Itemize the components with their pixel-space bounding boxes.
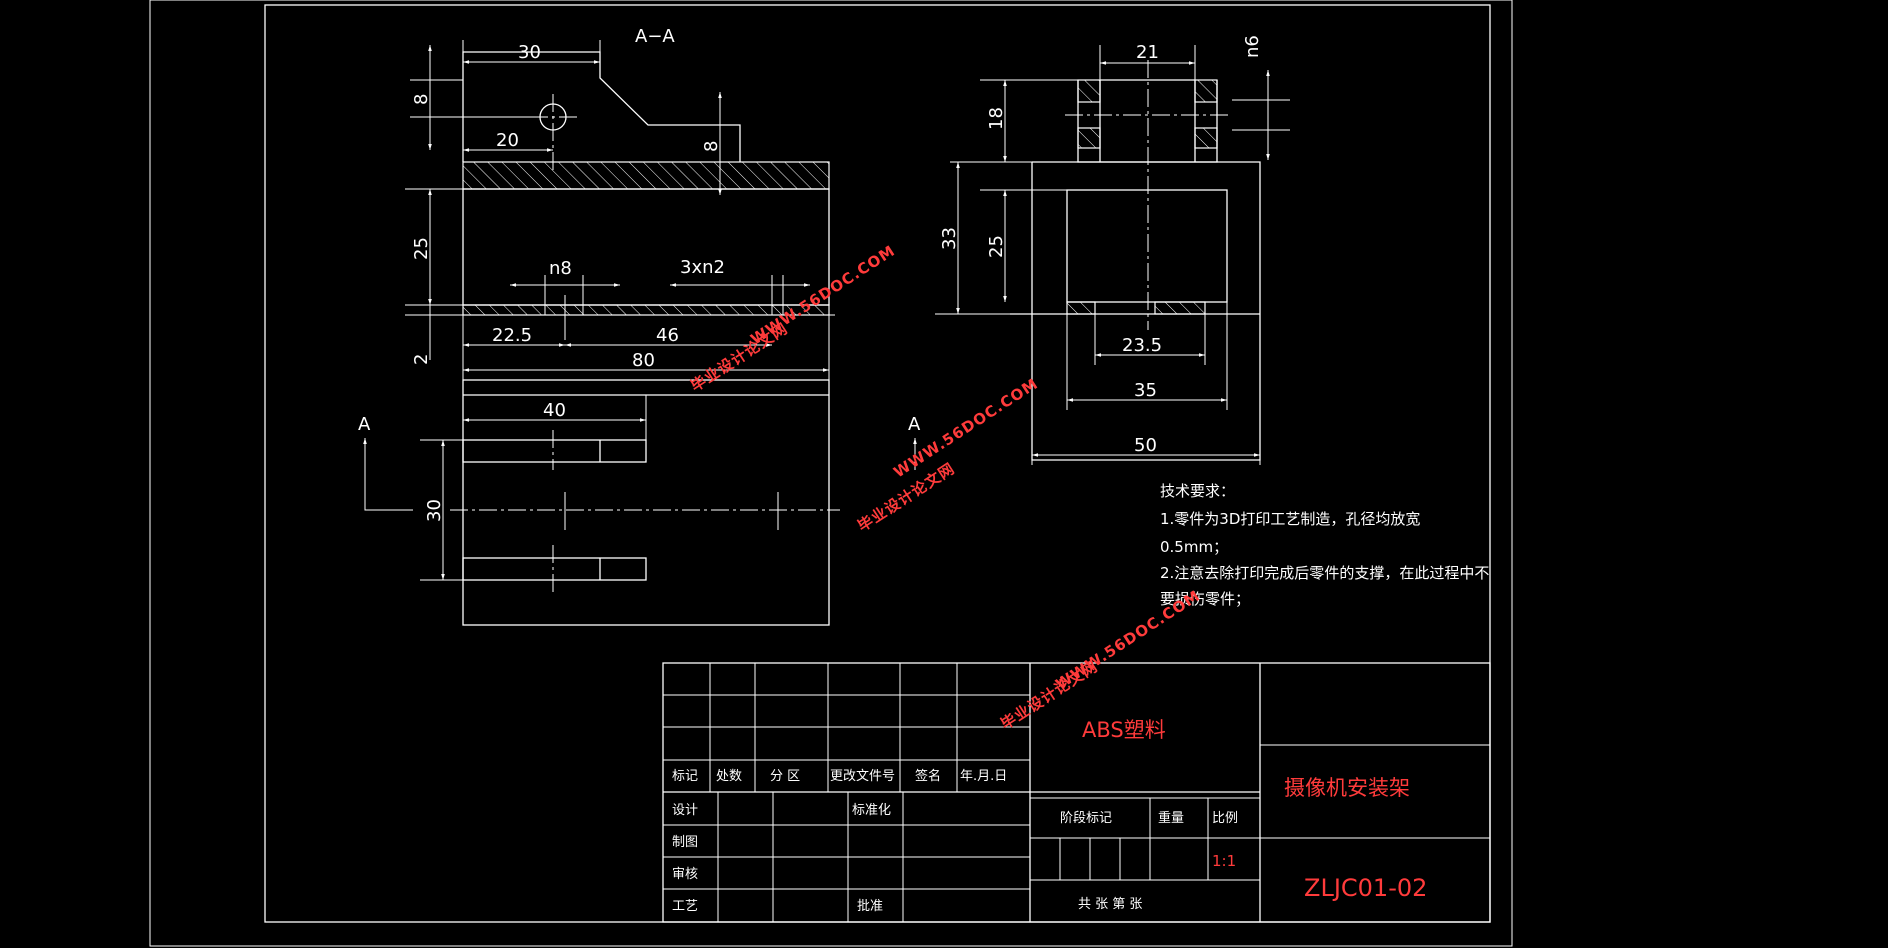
tb-scale-value: 1:1	[1212, 852, 1236, 870]
notes-line3: 2.注意去除打印完成后零件的支撑，在此过程中不	[1160, 564, 1489, 582]
dim-n6: n6	[1242, 35, 1263, 58]
dim-3xn2: 3xn2	[680, 257, 725, 278]
notes-line4: 要损伤零件；	[1160, 590, 1250, 608]
side-inner	[1066, 189, 1228, 303]
tb-label-standardize: 标准化	[852, 803, 891, 818]
side-bottom-hatch-l	[1066, 301, 1096, 315]
main-body	[462, 188, 830, 306]
watermark-name-1: 毕业设计论文网	[687, 319, 791, 395]
bushing-right-hatch-low	[1194, 127, 1218, 149]
tb-label-stage: 阶段标记	[1060, 811, 1112, 826]
top-hatch	[462, 161, 830, 190]
tb-label-approve: 批准	[857, 899, 883, 914]
section-label: A−A	[635, 26, 675, 47]
technical-notes: 技术要求： 1.零件为3D打印工艺制造，孔径均放宽 0.5mm； 2.注意去除打…	[1160, 482, 1489, 608]
dim-2: 2	[411, 354, 432, 365]
tb-material: ABS塑料	[1082, 718, 1166, 742]
tb-drawing-no: ZLJC01-02	[1304, 874, 1427, 902]
tb-label-process: 工艺	[672, 899, 698, 914]
section-view-aa: A−A 30 8 20 8 25	[405, 26, 835, 380]
tb-label-count: 处数	[716, 769, 742, 784]
dim-50: 50	[1134, 435, 1157, 456]
section-arrow-line	[364, 440, 413, 511]
bushing-right-hatch	[1194, 79, 1218, 103]
bushing-left-hatch	[1077, 79, 1101, 103]
top-view: 40 30 A	[358, 379, 840, 626]
tb-label-weight: 重量	[1158, 810, 1184, 826]
tb-label-zone: 分 区	[770, 769, 800, 784]
dim-21: 21	[1136, 42, 1159, 63]
dim-46: 46	[656, 325, 679, 346]
tb-label-review: 审核	[672, 867, 698, 882]
dim-8-right: 8	[701, 141, 722, 152]
dim-8-left: 8	[411, 94, 432, 105]
section-arrow-label-left: A	[358, 414, 371, 435]
tb-label-signature: 签名	[915, 768, 941, 784]
dim-23-5: 23.5	[1122, 335, 1162, 356]
bushing-left-hatch-low	[1077, 127, 1101, 149]
ear-bottom	[462, 557, 647, 581]
dim-25-right: 25	[986, 235, 1007, 258]
dim-30-left: 30	[424, 499, 445, 522]
tb-label-sheets: 共 张 第 张	[1078, 897, 1142, 912]
dim-25-left: 25	[411, 237, 432, 260]
notes-title: 技术要求：	[1160, 482, 1235, 500]
side-bottom-hatch-m	[1154, 301, 1206, 315]
notes-line2: 0.5mm；	[1160, 538, 1228, 556]
side-view: 21 n6 18 33 25 23.5 35 50 A	[908, 35, 1290, 470]
bottom-hatch	[462, 304, 830, 316]
title-block: 标记 处数 分 区 更改文件号 签名 年.月.日 设计 标准化 制图 审核 工艺…	[662, 662, 1491, 923]
ear-top	[462, 439, 647, 463]
tb-label-design: 设计	[672, 803, 698, 818]
dim-33: 33	[939, 227, 960, 250]
tb-label-draw: 制图	[672, 835, 698, 850]
dim-80: 80	[632, 350, 655, 371]
section-arrow-label-right: A	[908, 414, 921, 435]
dim-40: 40	[543, 400, 566, 421]
dim-22-5: 22.5	[492, 325, 532, 346]
tb-label-scale: 比例	[1212, 811, 1238, 826]
tb-label-date: 年.月.日	[960, 769, 1007, 784]
dim-n8: n8	[549, 258, 572, 279]
tb-part-name: 摄像机安装架	[1284, 776, 1410, 800]
dim-30-top: 30	[518, 42, 541, 63]
dim-20: 20	[496, 130, 519, 151]
side-body	[1031, 161, 1261, 461]
dim-18: 18	[986, 107, 1007, 130]
outer-frame	[149, 0, 1513, 947]
tb-label-docno: 更改文件号	[830, 769, 895, 784]
plate-outline	[462, 379, 830, 626]
tb-label-mark: 标记	[672, 769, 698, 784]
dim-35: 35	[1134, 380, 1157, 401]
notes-line1: 1.零件为3D打印工艺制造，孔径均放宽	[1160, 510, 1420, 528]
